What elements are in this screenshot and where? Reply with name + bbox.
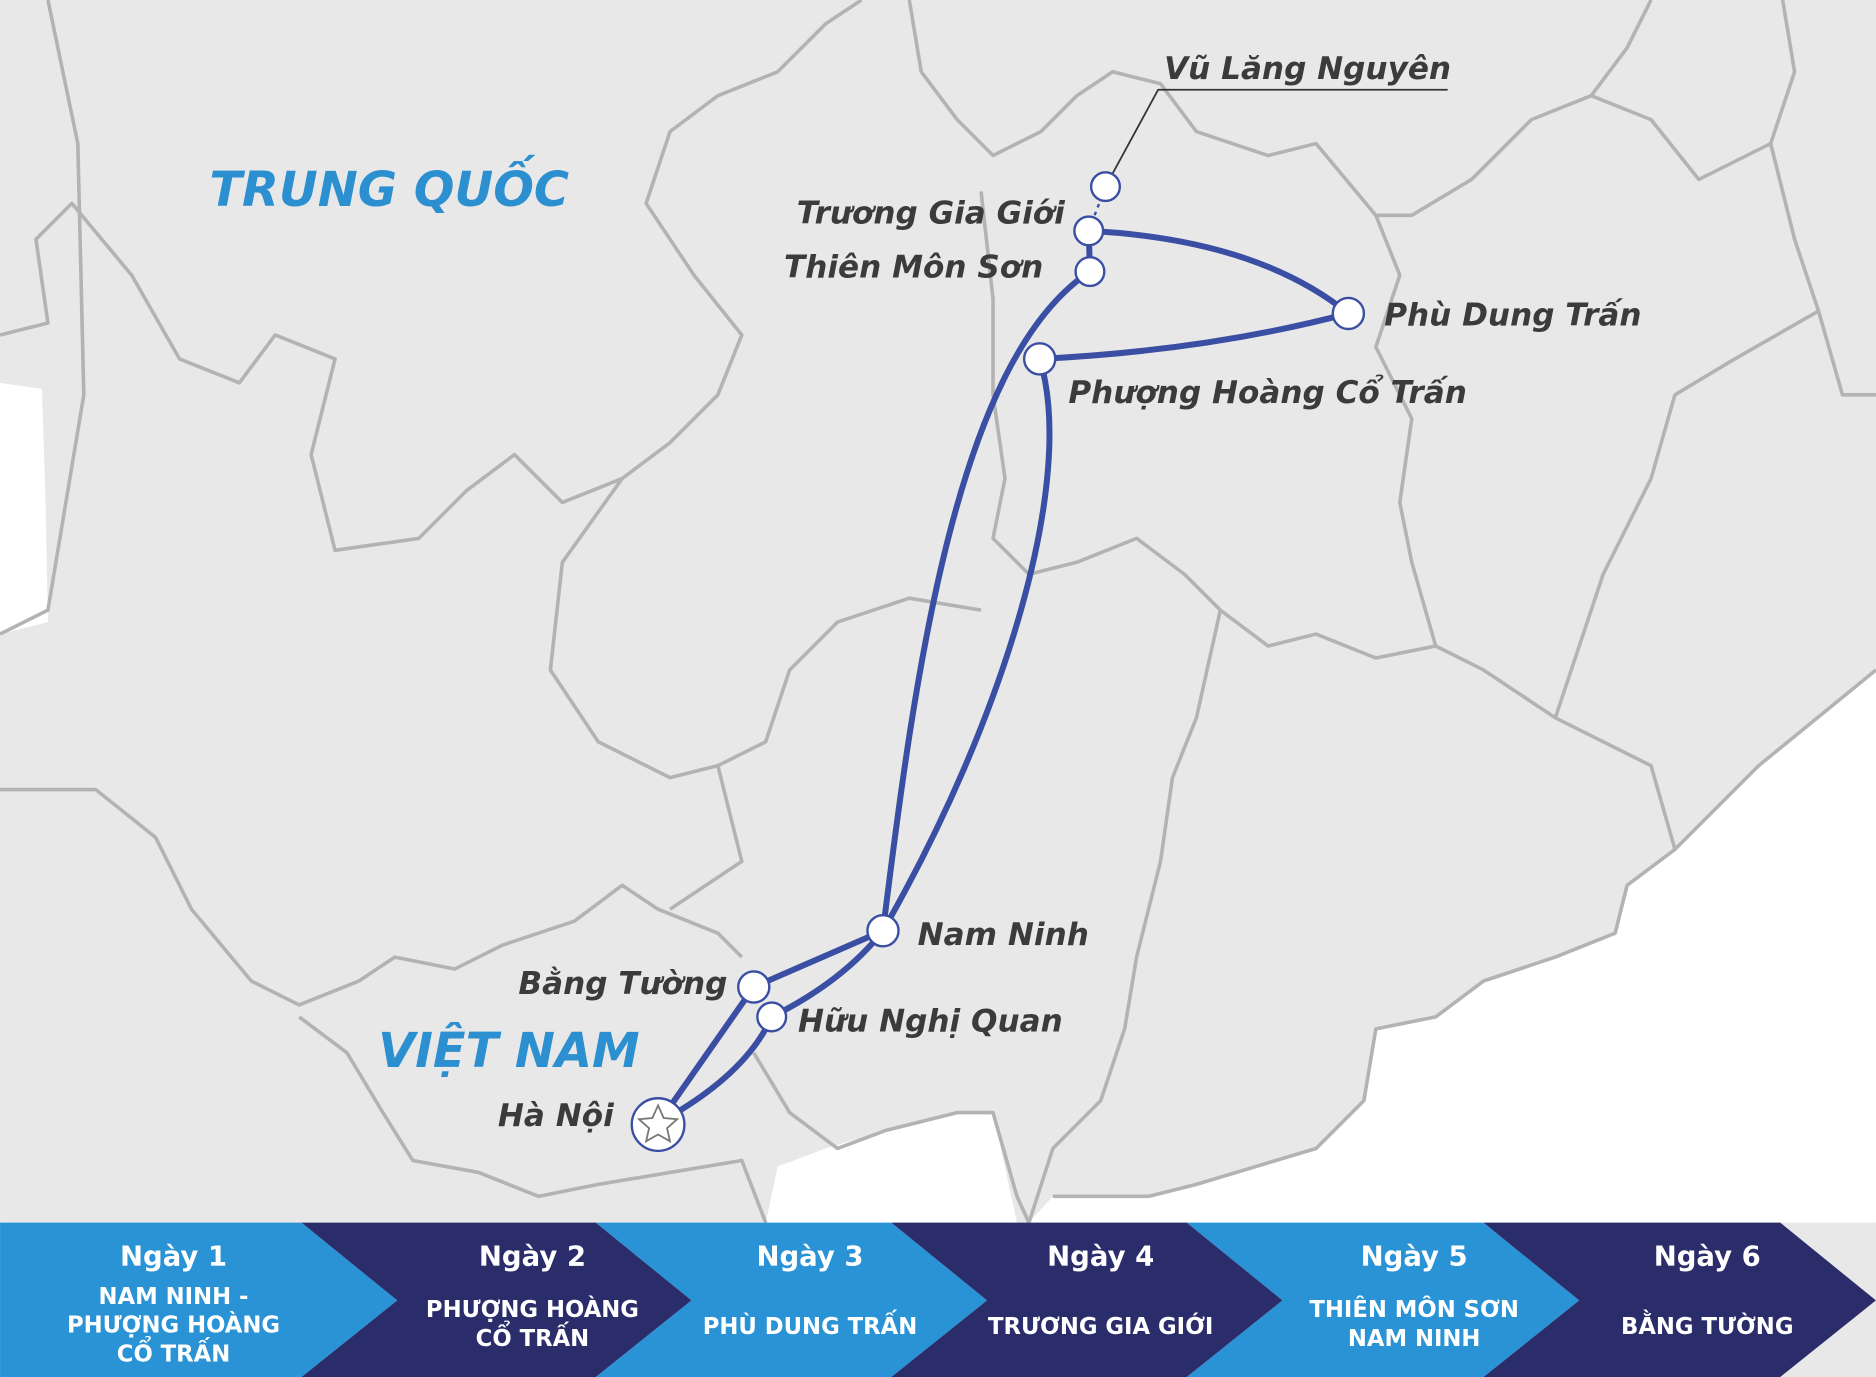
route-phudung-truonggiagioi [1085,227,1352,317]
day-3-step: Ngày 3 PHÙ DUNG TRẤN [595,1222,988,1377]
chevron-shape [0,1222,398,1377]
sea-southeast [1028,669,1876,1223]
day-destination-line: PHƯỢNG HOÀNG [426,1295,639,1323]
stop-phu-dung-tran[interactable] [1331,296,1366,331]
day-destination-line: BẰNG TƯỜNG [1621,1309,1793,1340]
country-labels: TRUNG QUỐC VIỆT NAM [209,155,639,1079]
label-phu-dung-tran: Phù Dung Trấn [1384,296,1641,333]
label-phuong-hoang: Phượng Hoàng Cổ Trấn [1068,373,1466,411]
route-phuonghoang-phudung [1036,310,1352,362]
day-title: Ngày 1 [120,1241,227,1273]
day-destination-line: CỔ TRẤN [476,1320,589,1352]
stop-bang-tuong[interactable] [737,970,771,1004]
route-hanoi-bangtuong [667,983,757,1110]
day-6-step: Ngày 6 BẰNG TƯỜNG [1483,1222,1876,1377]
route-namninh-thienmonson [879,268,1093,934]
stop-truong-gia-gioi[interactable] [1073,215,1105,247]
label-huu-nghi-quan: Hữu Nghị Quan [798,1003,1063,1039]
sea-gulf [765,1112,1017,1223]
star-icon [636,1103,680,1144]
day-destination-line: THIÊN MÔN SƠN [1309,1295,1518,1323]
label-truong-gia-gioi: Trương Gia Giới [797,196,1065,232]
day-title: Ngày 5 [1361,1241,1468,1273]
day-title: Ngày 6 [1654,1241,1761,1273]
label-nam-ninh: Nam Ninh [918,917,1089,953]
label-ha-noi: Hà Nội [498,1098,614,1134]
day-destination-line: TRƯƠNG GIA GIỚI [988,1312,1213,1340]
day-destination-line: PHƯỢNG HOÀNG [67,1311,280,1339]
stop-nam-ninh[interactable] [866,914,900,948]
stop-huu-nghi-quan[interactable] [756,1001,788,1033]
routes [667,186,1352,1118]
day-title: Ngày 4 [1047,1241,1154,1273]
day-destination-line: NAM NINH - [99,1284,249,1310]
day-destination-line: NAM NINH [1348,1326,1481,1352]
chevron-shape [301,1222,692,1377]
country-label-china: TRUNG QUỐC [209,155,569,218]
place-labels: Vũ Lăng Nguyên Trương Gia Giới Thiên Môn… [498,51,1642,1134]
route-bangtuong-namninh [750,927,886,990]
day-title: Ngày 3 [756,1241,863,1273]
chevron-shape [1186,1222,1580,1377]
label-bang-tuong: Bằng Tường [518,965,727,1002]
chevron-shape [1483,1222,1876,1377]
route-namninh-phuonghoang [879,355,1053,934]
stop-thien-mon-son[interactable] [1074,256,1106,288]
day-5-step: Ngày 5 THIÊN MÔN SƠN NAM NINH [1186,1222,1580,1377]
label-thien-mon-son: Thiên Môn Sơn [784,250,1043,286]
day-destination-line: CỔ TRẤN [117,1335,230,1367]
day-title: Ngày 2 [479,1241,586,1273]
day-4-step: Ngày 4 TRƯƠNG GIA GIỚI [891,1222,1283,1377]
stop-phuong-hoang[interactable] [1022,342,1057,376]
country-label-vietnam: VIỆT NAM [378,1022,639,1079]
sea-west-inlet [0,382,48,635]
chevron-shape [891,1222,1283,1377]
label-vu-lang-nguyen: Vũ Lăng Nguyên [1164,51,1451,87]
province-borders [0,0,1876,1224]
day-destination-line: PHÙ DUNG TRẤN [703,1309,917,1340]
stop-vu-lang-nguyen[interactable] [1089,171,1122,203]
stops [630,171,1366,1153]
chevron-shape [595,1222,988,1377]
leader-line [1104,88,1448,188]
